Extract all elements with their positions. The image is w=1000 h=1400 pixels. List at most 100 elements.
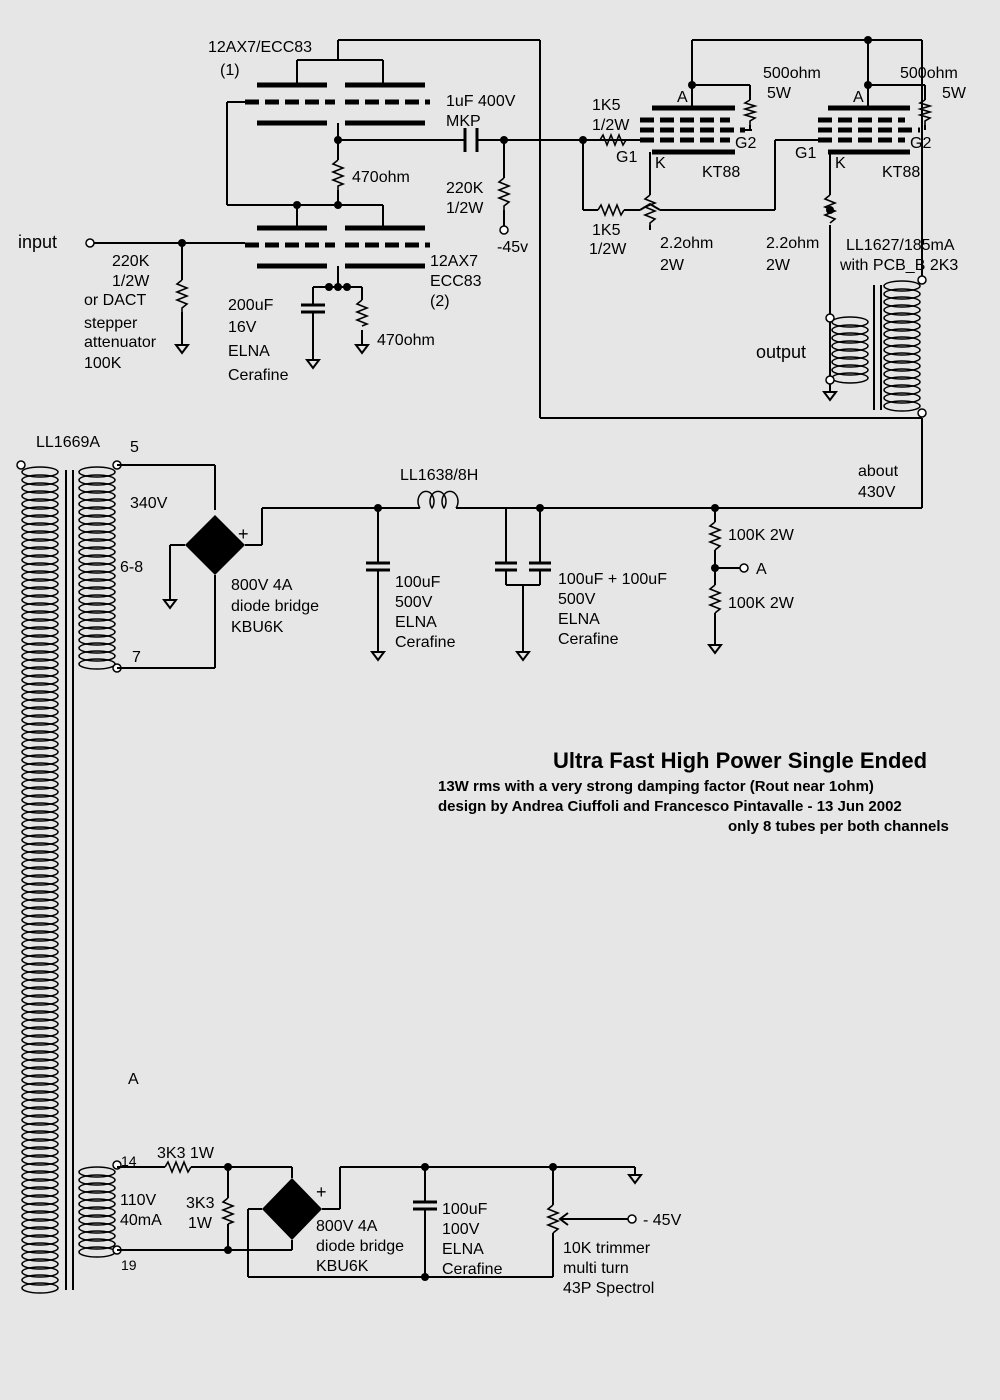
resistor-470-bottom [354,299,370,327]
resistor-g2-a [742,99,758,125]
label-r3k3-h: 3K3 1W [157,1145,215,1162]
label-kt88a-g1: G1 [616,149,637,166]
label-rin-4: stepper [84,315,138,332]
label-cf1-3: ELNA [395,614,437,631]
label-input: input [18,232,57,252]
label-bias-out: - 45V [643,1212,682,1229]
label-cc-2: MKP [446,113,481,130]
label-kt88b-name: KT88 [882,164,920,181]
label-kt88a-anode: A [677,89,688,106]
subtitle-line-2: design by Andrea Ciuffoli and Francesco … [438,798,902,815]
output-transformer [822,39,927,508]
label-cf1-4: Cerafine [395,634,456,651]
label-cb-4: Cerafine [442,1261,503,1278]
label-ccath-2: 16V [228,319,257,336]
tube-kt88-2 [818,40,926,195]
label-pin-5: 5 [130,439,139,456]
label-output: output [756,342,806,362]
resistor-input [174,279,190,312]
label-ccath-3: ELNA [228,343,270,360]
label-kt88a-g2: G2 [735,135,756,152]
label-rdiv-2: 100K 2W [728,595,795,612]
tube-kt88-1 [640,39,868,195]
label-v2-1: 12AX7 [430,253,478,270]
label-plus-1: + [238,524,249,544]
tube-12ax7-1 [245,59,430,126]
ground-symbols-preamp [174,344,370,370]
labels: 12AX7/ECC83 (1) 1uF 400V MKP 470ohm 220K… [18,39,967,1297]
label-rin-5: attenuator [84,334,157,351]
label-r470-top: 470ohm [352,169,410,186]
label-kt88b-g1: G1 [795,145,816,162]
label-rin-1: 220K [112,253,150,270]
label-cf2-4: Cerafine [558,631,619,648]
label-cb-1: 100uF [442,1201,488,1218]
diagram-title: Ultra Fast High Power Single Ended [553,748,927,773]
label-v1-num: (1) [220,62,240,79]
label-rstop-a1: 1K5 [592,97,621,114]
label-bridge1-3: KBU6K [231,619,284,636]
label-pin-68: 6-8 [120,559,143,576]
label-rg2b-1: 500ohm [900,65,958,82]
label-rin-6: 100K [84,355,122,372]
label-rin-3: or DACT [84,292,146,309]
label-ptx-name: LL1669A [36,434,100,451]
label-cc-1: 1uF 400V [446,93,516,110]
bias-terminal[interactable] [499,225,509,235]
label-bridge1-2: diode bridge [231,598,319,615]
label-kt88b-k: K [835,155,846,172]
label-bridge2-3: KBU6K [316,1258,369,1275]
label-r3k3-v2: 1W [188,1215,213,1232]
label-rkb-2: 2W [766,257,791,274]
label-about-2: 430V [858,484,896,501]
label-bridge2-1: 800V 4A [316,1218,378,1235]
tube-12ax7-2 [245,204,430,269]
label-cb-3: ELNA [442,1241,484,1258]
label-pin-7: 7 [132,649,141,666]
subtitle-line-3: only 8 tubes per both channels [728,818,949,835]
label-kt88b-anode: A [853,89,864,106]
resistor-g2-b [917,99,933,125]
label-kt88a-name: KT88 [702,164,740,181]
label-rstop-b2: 1/2W [589,241,627,258]
label-110v-1: 110V [120,1192,157,1209]
label-rg-2: 1/2W [446,200,484,217]
label-kt88a-k: K [655,155,666,172]
input-terminal[interactable] [85,238,95,248]
label-cf2-1: 100uF + 100uF [558,571,667,588]
label-rg2a-2: 5W [767,85,792,102]
power-transformer [16,460,122,1294]
label-rstop-b1: 1K5 [592,222,621,239]
resistor-470-top [330,159,346,190]
label-trim-3: 43P Spectrol [563,1280,654,1297]
label-rstop-a2: 1/2W [592,117,630,134]
cathode-capacitor [301,303,325,314]
label-v2-3: (2) [430,293,450,310]
pot-arrow [639,202,661,211]
bias-supply [78,1159,643,1281]
label-rin-2: 1/2W [112,273,150,290]
label-cf1-1: 100uF [395,574,441,591]
label-plus-2: + [316,1182,327,1202]
label-bridge2-2: diode bridge [316,1238,404,1255]
label-rg2b-2: 5W [942,85,967,102]
label-rg2a-1: 500ohm [763,65,821,82]
label-r470-bot: 470ohm [377,332,435,349]
label-cf2-2: 500V [558,591,596,608]
resistor-grid-220k [496,177,512,210]
label-bridge1-1: 800V 4A [231,577,293,594]
label-about-1: about [858,463,899,480]
label-trim-1: 10K trimmer [563,1240,651,1257]
label-bias-neg: -45v [497,239,528,256]
label-otx-1: LL1627/185mA [846,237,955,254]
label-fil4-a: A [128,1071,139,1088]
label-cf1-2: 500V [395,594,433,611]
label-v1-name: 12AX7/ECC83 [208,39,312,56]
resistor-kathode-b [822,194,838,224]
label-rdiv-1: 100K 2W [728,527,795,544]
label-rka-2: 2W [660,257,685,274]
label-trim-2: multi turn [563,1260,629,1277]
label-otx-2: with PCB_B 2K3 [839,257,958,274]
hv-supply-wiring [117,464,922,669]
label-rkb-1: 2.2ohm [766,235,819,252]
